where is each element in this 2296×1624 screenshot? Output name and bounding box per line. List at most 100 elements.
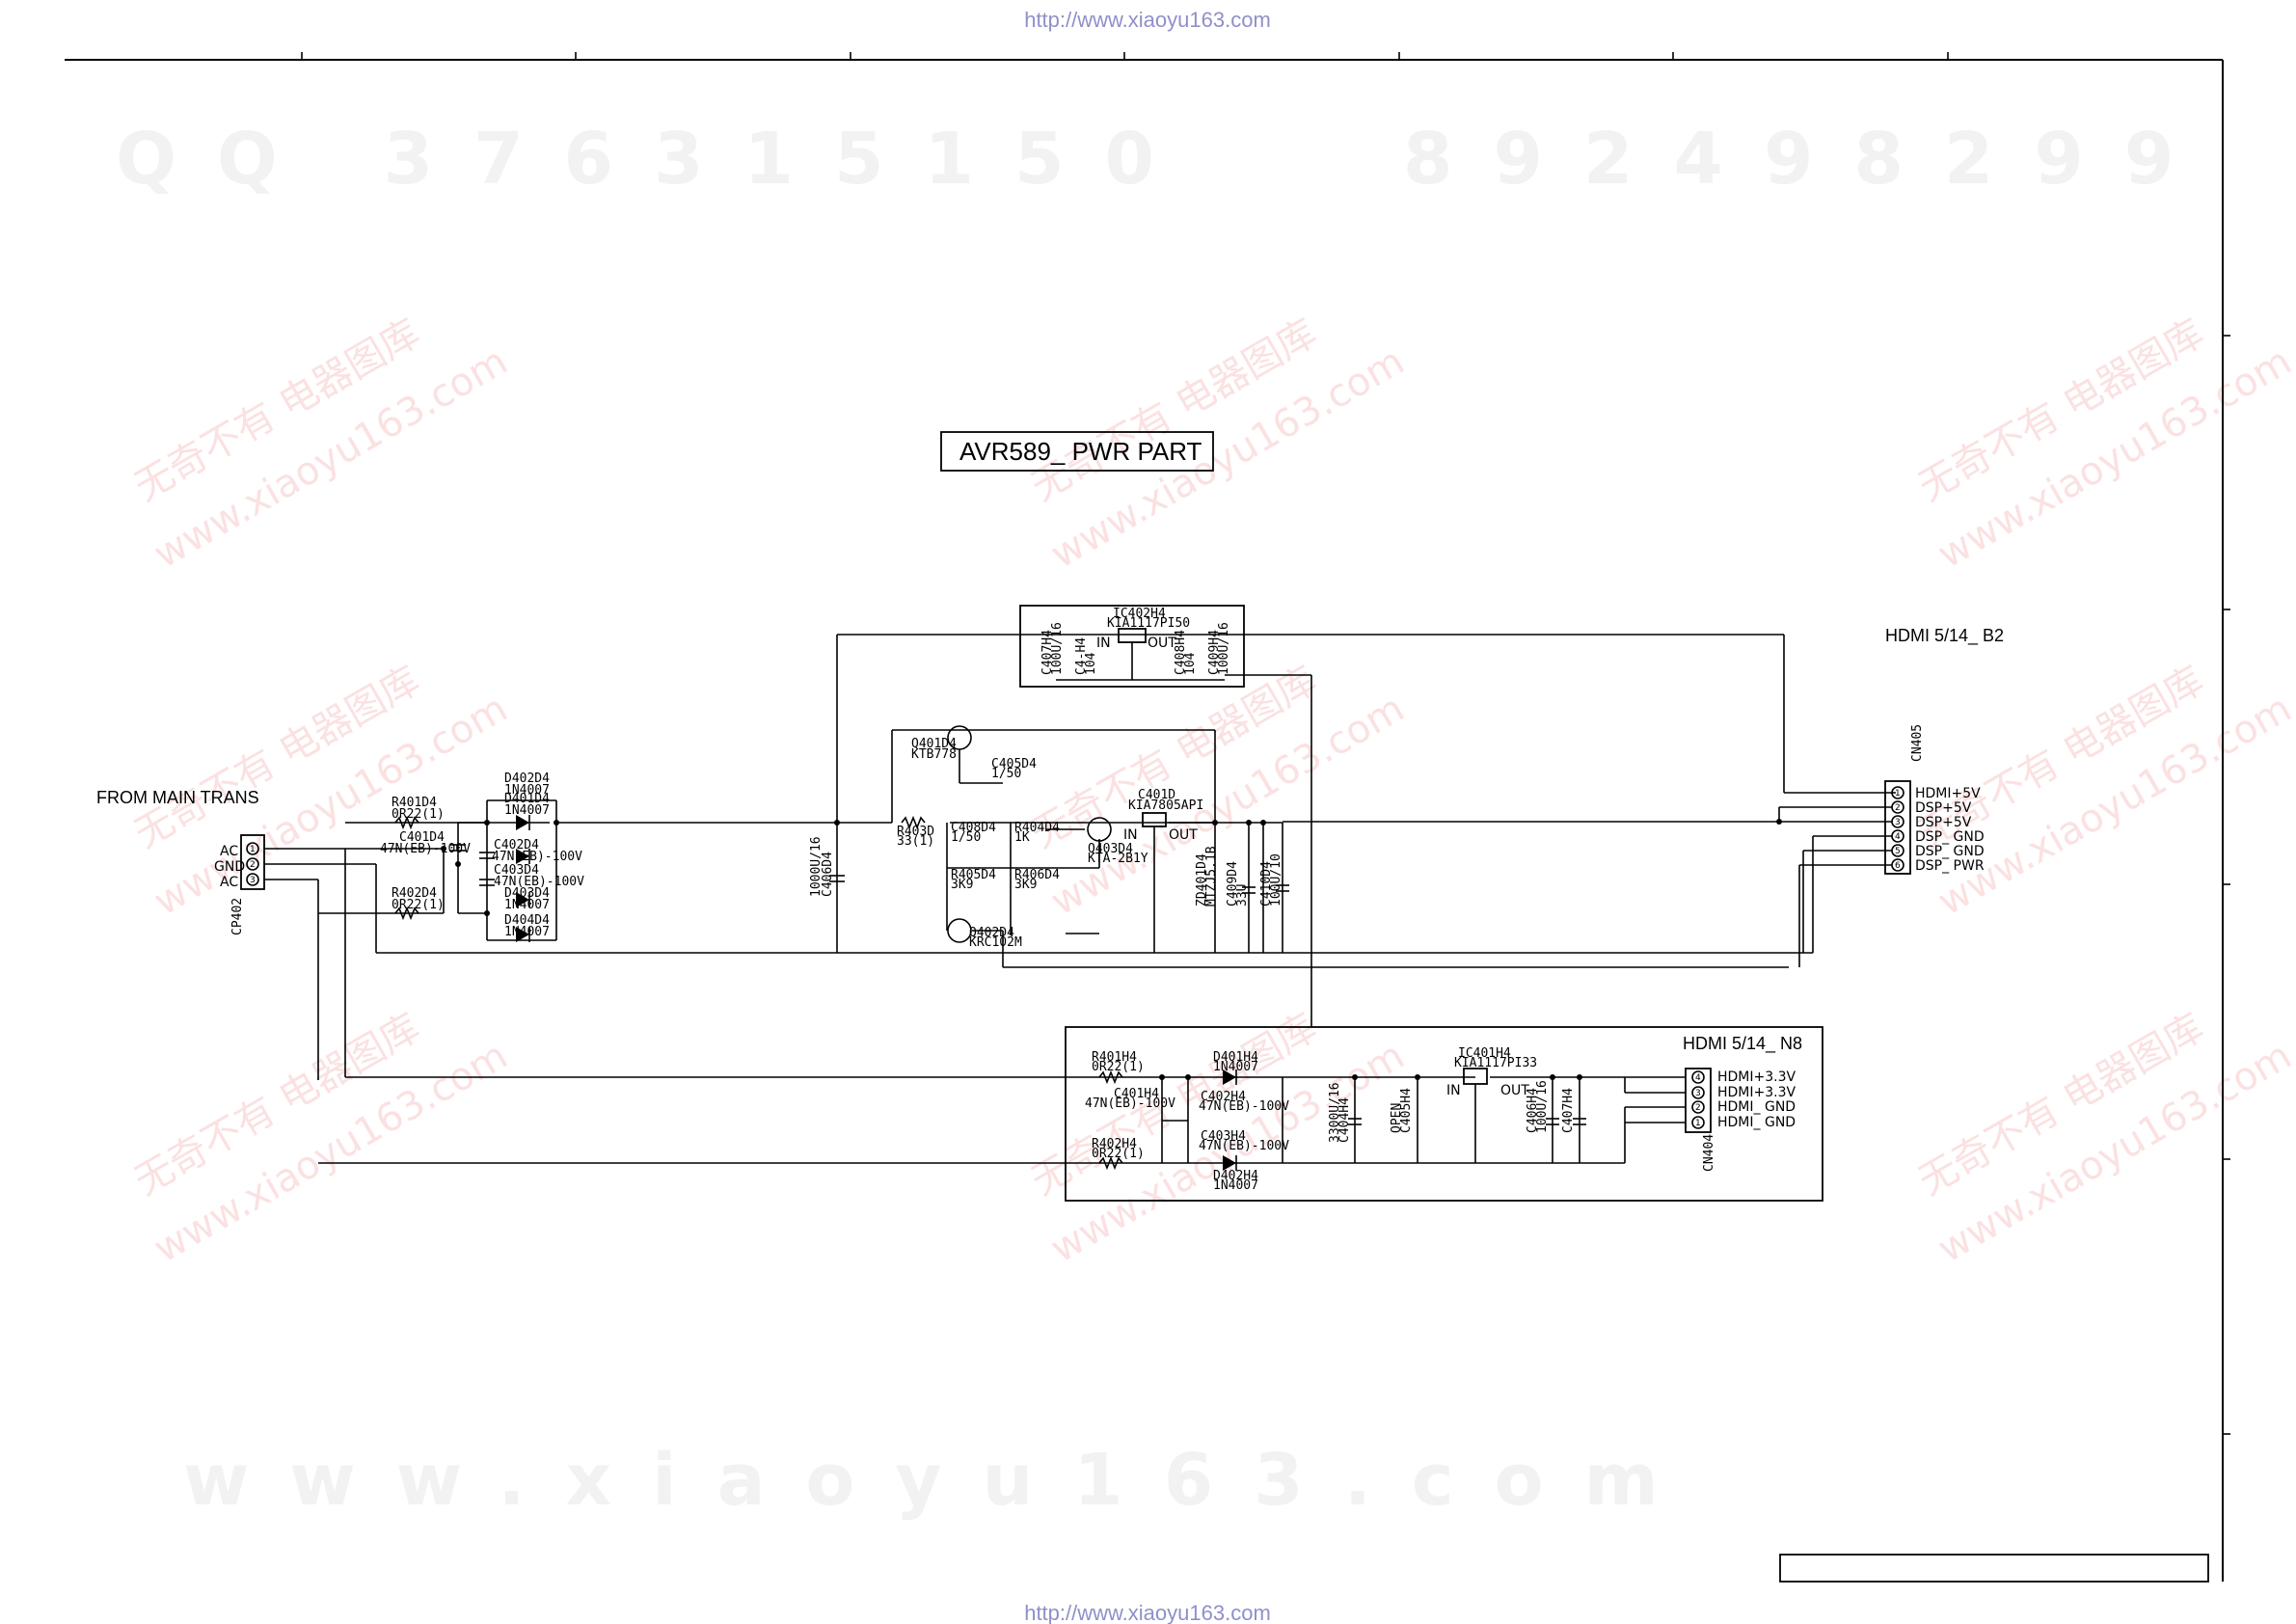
r401h4-label: R401H4	[1092, 1050, 1137, 1065]
cn404-pin-hdmi-3v3-2: HDMI+3.3V	[1717, 1085, 1796, 1100]
diagram-title: AVR589_ PWR PART	[959, 437, 1202, 466]
ic401h4-ref: IC401H4	[1458, 1046, 1511, 1061]
svg-text:3K9: 3K9	[951, 878, 973, 892]
svg-text:1N4007: 1N4007	[504, 925, 550, 939]
d401d4-label: D401D4	[504, 792, 550, 806]
connector-cp402: 1 2 3 AC GND AC CP402	[214, 834, 265, 935]
svg-text:0R22(1): 0R22(1)	[1092, 1060, 1145, 1074]
svg-text:100U/10: 100U/10	[1269, 853, 1283, 907]
zd401d4-label: ZD401D4	[1195, 853, 1209, 907]
sheet-frame	[65, 52, 2230, 1583]
svg-text:100U/16: 100U/16	[1217, 622, 1231, 675]
c405h4-label: OPEN	[1390, 1103, 1404, 1133]
c406d4-ref: C406D4	[821, 852, 835, 897]
svg-text:47N(EB)-100V: 47N(EB)-100V	[380, 842, 471, 856]
connector-cn405: HDMI 5/14_ B2 CN405 1 2 3 4 5 6 HDMI+5V …	[1283, 626, 2004, 967]
cp402-pin-ac-2: AC	[220, 875, 238, 890]
connector-cn404	[1685, 1068, 1712, 1133]
c401h4-label: C401H4	[1114, 1087, 1159, 1101]
cp402-pin-gnd: GND	[214, 859, 245, 875]
regulator-ic402h4: IC402H4 KIA1117PI50 IN OUT C407H4 100U/1…	[837, 605, 1896, 1027]
c404h4-label: 3300U/16	[1328, 1082, 1342, 1143]
ic401d-part: KIA7805API	[1128, 798, 1203, 813]
svg-text:4: 4	[1695, 1073, 1701, 1083]
svg-text:1N4007: 1N4007	[1213, 1060, 1258, 1074]
svg-text:IN: IN	[1446, 1083, 1461, 1098]
svg-text:1N4007: 1N4007	[504, 803, 550, 818]
svg-text:3: 3	[1695, 1089, 1701, 1098]
ic402h4-part: KIA1117PI50	[1107, 616, 1190, 631]
svg-text:1/50: 1/50	[951, 830, 981, 845]
q402d4-ref: Q402D4	[969, 926, 1014, 940]
watermark-qq-left: QQ 376315150	[116, 118, 1195, 201]
svg-text:KTB778: KTB778	[911, 747, 957, 762]
svg-text:IN: IN	[1123, 827, 1138, 843]
cn405-pin-dsp-pwr: DSP_ PWR	[1915, 858, 1985, 874]
c401d4-label: C401D4	[399, 830, 445, 845]
svg-text:100U/16: 100U/16	[1050, 622, 1065, 675]
c403d4-label: C403D4	[494, 863, 539, 878]
r406d4-label: R406D4	[1014, 868, 1060, 882]
svg-text:0R22(1): 0R22(1)	[392, 898, 445, 912]
svg-text:1N4007: 1N4007	[504, 783, 550, 798]
svg-text:33U: 33U	[1235, 884, 1250, 907]
r405d4-label: R405D4	[951, 868, 996, 882]
c409d4-label: C409D4	[1226, 861, 1240, 907]
c410d4-label: C410D4	[1259, 861, 1274, 907]
c402d4-label: C402D4	[494, 838, 539, 853]
r402d4-label: R402D4	[392, 886, 437, 901]
svg-text:OUT: OUT	[1169, 827, 1198, 843]
svg-text:1/50: 1/50	[991, 767, 1021, 781]
svg-text:1K: 1K	[1014, 830, 1030, 845]
svg-text:C405H4: C405H4	[1399, 1088, 1414, 1133]
cn405-pin-dsp-5v-1: DSP+5V	[1915, 800, 1972, 816]
cn405-pin-dsp-gnd-1: DSP_ GND	[1915, 829, 1985, 845]
svg-text:C407H4: C407H4	[1040, 630, 1055, 675]
svg-text:3K9: 3K9	[1014, 878, 1037, 892]
cn405-pin-hdmi-5v: HDMI+5V	[1915, 786, 1981, 801]
d403d4-label: D403D4	[504, 886, 550, 901]
svg-text:KRC102M: KRC102M	[969, 935, 1022, 950]
svg-text:C404H4: C404H4	[1337, 1097, 1352, 1143]
cn405-pin-dsp-gnd-2: DSP_ GND	[1915, 844, 1985, 859]
svg-text:IN: IN	[1096, 636, 1111, 651]
svg-text:MTZJ5.1B: MTZJ5.1B	[1204, 846, 1219, 907]
d404d4-label: D404D4	[504, 913, 550, 928]
header-url[interactable]: http://www.xiaoyu163.com	[1024, 8, 1271, 32]
svg-text:33(1): 33(1)	[897, 834, 934, 849]
regulator-5v-section: Q401D4 KTB778 C405D4 1/50 R403D 33(1) C4…	[891, 725, 1789, 968]
c408d4-label: C408D4	[951, 821, 996, 835]
svg-text:47N(EB)-100V: 47N(EB)-100V	[494, 875, 584, 889]
svg-text:2: 2	[1895, 803, 1901, 813]
svg-text:C4-H4: C4-H4	[1074, 637, 1089, 675]
cp402-ref: CP402	[230, 898, 245, 935]
svg-text:1N4007: 1N4007	[504, 898, 550, 912]
svg-text:2: 2	[250, 860, 256, 870]
svg-text:5: 5	[1895, 847, 1901, 856]
r403d-label: R403D	[897, 825, 934, 839]
r404d4-label: R404D4	[1014, 821, 1060, 835]
c402h4-label: C402H4	[1201, 1090, 1246, 1104]
d401h4-label: D401H4	[1213, 1050, 1258, 1065]
svg-text:0R22(1): 0R22(1)	[392, 807, 445, 822]
ic402h4-ref: IC402H4	[1113, 607, 1166, 621]
svg-text:0R22(1): 0R22(1)	[1092, 1147, 1145, 1161]
c405d4-label: C405D4	[991, 757, 1037, 771]
svg-text:2: 2	[1695, 1103, 1701, 1113]
footer-url[interactable]: http://www.xiaoyu163.com	[1024, 1601, 1271, 1624]
svg-text:3: 3	[250, 876, 256, 885]
main-filter-cap: 1000U/16 C406D4	[809, 635, 845, 953]
svg-text:6: 6	[1895, 861, 1901, 871]
title-block	[1779, 1554, 2209, 1583]
svg-text:4: 4	[1895, 832, 1901, 842]
cn404-pin-hdmi-gnd-2: HDMI_ GND	[1717, 1115, 1796, 1130]
svg-text:47N(EB)-100V: 47N(EB)-100V	[492, 850, 582, 864]
svg-text:47N(EB)-100V: 47N(EB)-100V	[1085, 1096, 1175, 1111]
svg-text:100U/16: 100U/16	[1535, 1080, 1550, 1133]
cn405-ref: CN405	[1910, 724, 1925, 762]
svg-text:3: 3	[1895, 818, 1901, 827]
ic401d-ref: C401D	[1138, 788, 1175, 802]
svg-text:1N4007: 1N4007	[1213, 1178, 1258, 1193]
cn404-pin-hdmi-3v3-1: HDMI+3.3V	[1717, 1069, 1796, 1085]
